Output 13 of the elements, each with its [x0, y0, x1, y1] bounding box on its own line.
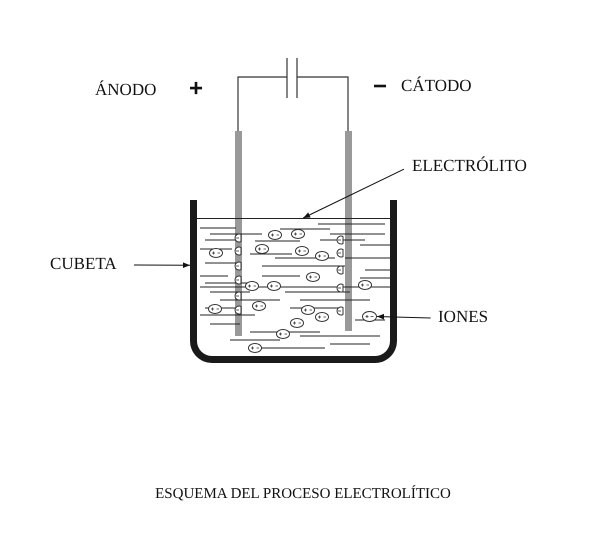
callout-label: IONES: [438, 307, 488, 327]
leader-line: [302, 168, 404, 218]
leader-line: [376, 314, 432, 320]
ion: [362, 311, 377, 322]
callout-label: ÁNODO: [95, 80, 156, 100]
callout-label: CÁTODO: [401, 76, 472, 96]
minus-sign: −: [373, 74, 388, 100]
callout-label: ELECTRÓLITO: [412, 156, 527, 176]
beaker: [190, 200, 397, 363]
callout-label: CUBETA: [50, 254, 117, 274]
plus-sign: +: [189, 76, 204, 102]
leader-line: [134, 262, 190, 268]
caption: ESQUEMA DEL PROCESO ELECTROLÍTICO: [154, 484, 452, 504]
